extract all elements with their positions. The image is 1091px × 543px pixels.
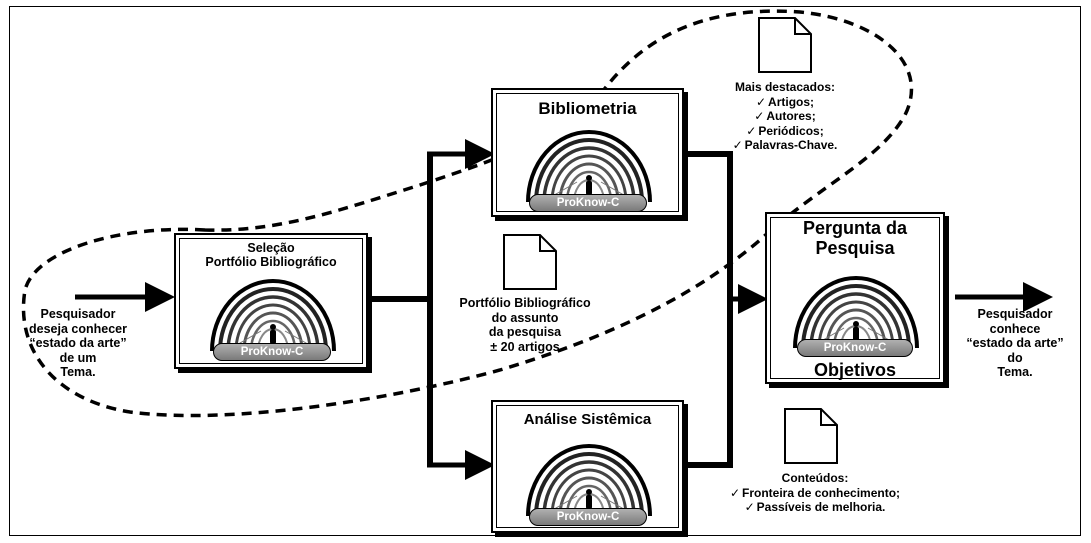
check-item: Autores;	[700, 109, 870, 124]
tunnel-image	[522, 122, 656, 202]
check-item: Palavras-Chave.	[700, 138, 870, 153]
pergunta-title: Pergunta da Pesquisa	[802, 218, 908, 258]
analise-box: Análise Sistêmica ProKnow-C	[491, 400, 684, 533]
check-item: Passíveis de melhoria.	[700, 500, 930, 515]
conteudos-list: Conteúdos: Fronteira de conhecimento; Pa…	[700, 471, 930, 515]
output-text: Pesquisador conhece “estado da arte” do …	[966, 307, 1064, 379]
pergunta-footer: Objetivos	[813, 360, 897, 380]
portfolio-text: Portfólio Bibliográfico do assunto da pe…	[459, 296, 591, 354]
input-text: Pesquisador deseja conhecer “estado da a…	[29, 307, 127, 379]
proknow-badge: ProKnow-C	[529, 194, 647, 212]
selecao-box: Seleção Portfólio Bibliográfico ProKnow-…	[174, 233, 368, 369]
proknow-badge: ProKnow-C	[797, 339, 913, 357]
proknow-badge: ProKnow-C	[213, 343, 331, 361]
analise-title: Análise Sistêmica	[523, 411, 652, 428]
document-icon	[503, 234, 557, 290]
check-item: Artigos;	[700, 95, 870, 110]
destaques-list: Mais destacados: Artigos; Autores; Perió…	[700, 80, 870, 153]
bibliometria-box: Bibliometria ProKnow-C	[491, 88, 684, 217]
proknow-badge: ProKnow-C	[529, 508, 647, 526]
document-icon	[784, 408, 838, 464]
document-icon	[758, 17, 812, 73]
tunnel-image	[789, 268, 923, 348]
bibliometria-title: Bibliometria	[538, 99, 637, 118]
pergunta-box: Pergunta da Pesquisa ProKnow-C Objetivos	[765, 212, 945, 384]
tunnel-image	[522, 436, 656, 516]
selecao-title: Seleção Portfólio Bibliográfico	[205, 241, 337, 269]
diagram-frame	[9, 6, 1081, 536]
check-item: Fronteira de conhecimento;	[700, 486, 930, 501]
check-item: Periódicos;	[700, 124, 870, 139]
